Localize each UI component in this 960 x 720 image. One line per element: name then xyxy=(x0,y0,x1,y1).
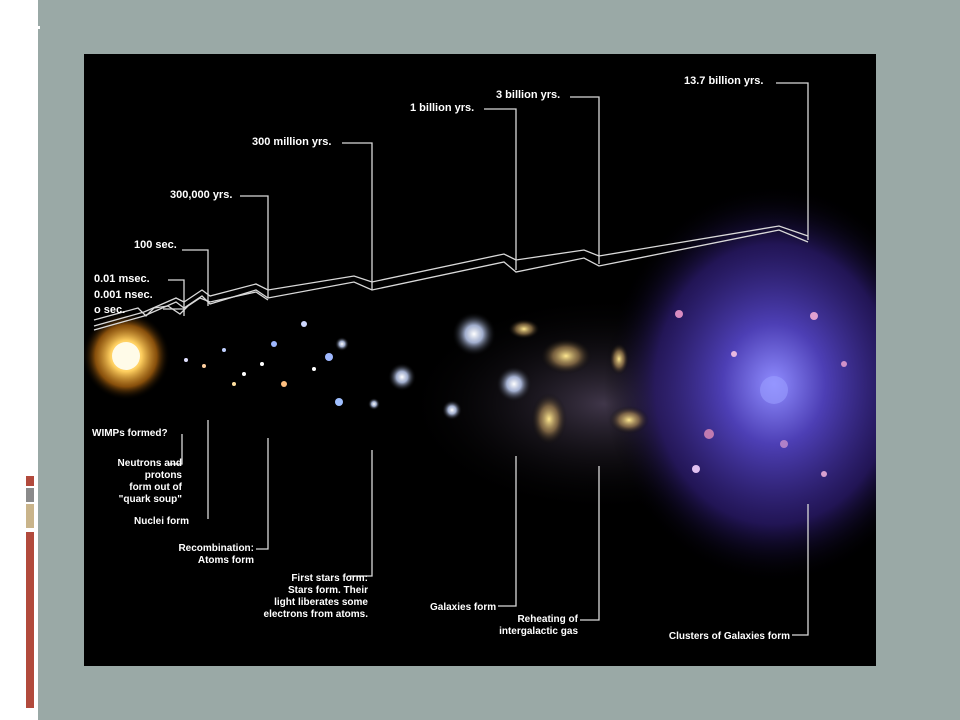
event-wimps: WIMPs formed? xyxy=(92,428,168,439)
event-clusters: Clusters of Galaxies form xyxy=(669,631,790,642)
event-recombination: Recombination: Atoms form xyxy=(178,543,254,566)
event-stars-line4: electrons from atoms. xyxy=(264,609,369,620)
time-label-0: o sec. xyxy=(94,304,125,316)
event-neutrons-line1: Neutrons and xyxy=(118,458,182,469)
event-reheating: Reheating of intergalactic gas xyxy=(499,614,579,637)
universe-timeline-figure: o sec. 0.001 nsec. 0.01 msec. 100 sec. 3… xyxy=(84,54,876,666)
event-reheating-line1: Reheating of xyxy=(517,614,578,625)
event-neutrons-line3: form out of xyxy=(129,482,182,493)
event-stars-line1: First stars form: xyxy=(291,573,368,584)
time-label-8: 13.7 billion yrs. xyxy=(684,75,763,87)
event-stars-line2: Stars form. Their xyxy=(288,585,368,596)
time-label-1: 0.001 nsec. xyxy=(94,289,153,301)
event-neutrons: Neutrons and protons form out of "quark … xyxy=(118,458,183,505)
time-label-5: 300 million yrs. xyxy=(252,136,331,148)
event-galaxies: Galaxies form xyxy=(430,602,496,613)
event-neutrons-line4: "quark soup" xyxy=(119,494,183,505)
event-neutrons-line2: protons xyxy=(145,470,183,481)
time-label-7: 3 billion yrs. xyxy=(496,89,560,101)
time-label-6: 1 billion yrs. xyxy=(410,102,474,114)
event-nuclei: Nuclei form xyxy=(134,516,189,527)
event-recombination-line2: Atoms form xyxy=(198,555,254,566)
time-marker-leaders xyxy=(163,82,809,316)
time-label-3: 100 sec. xyxy=(134,239,177,251)
event-reheating-line2: intergalactic gas xyxy=(499,626,578,637)
event-stars-line3: light liberates some xyxy=(274,597,368,608)
time-label-2: 0.01 msec. xyxy=(94,273,150,285)
time-label-4: 300,000 yrs. xyxy=(170,189,232,201)
cosmic-background-art xyxy=(84,184,876,584)
timeline-bands xyxy=(93,225,809,331)
event-leaders xyxy=(168,420,809,636)
event-first-stars: First stars form: Stars form. Their ligh… xyxy=(264,573,369,620)
event-recombination-line1: Recombination: xyxy=(178,543,254,554)
